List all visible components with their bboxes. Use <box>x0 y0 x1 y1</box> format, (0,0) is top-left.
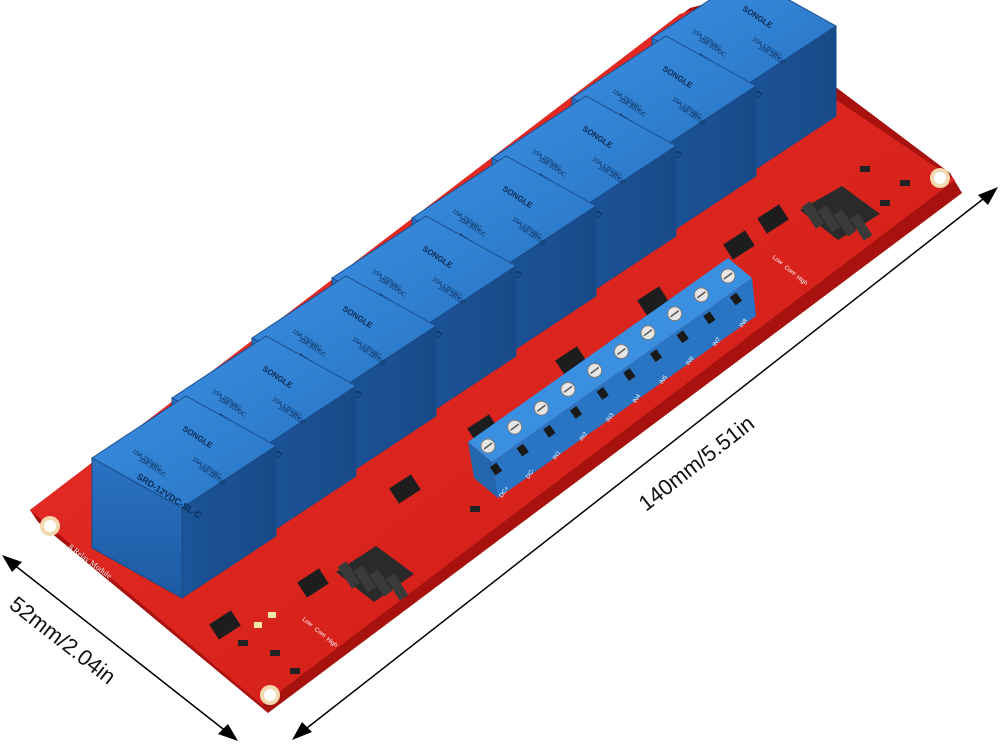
terminal-socket <box>676 330 689 344</box>
terminal-end <box>468 442 498 498</box>
terminal-label: IN7 <box>712 336 723 348</box>
optocoupler-chip <box>389 474 421 504</box>
optocoupler-chip <box>467 414 499 444</box>
width-label: 52mm/2.04in <box>5 591 121 689</box>
led <box>268 612 276 618</box>
terminal-socket <box>489 462 503 476</box>
resistor <box>900 180 910 186</box>
mounting-holes <box>40 168 950 705</box>
optocoupler-chip <box>209 610 241 640</box>
terminal-label: IN3 <box>605 412 616 424</box>
terminal-socket <box>623 368 636 381</box>
smd-components <box>209 166 910 674</box>
resistor <box>860 166 870 172</box>
resistor <box>290 668 300 674</box>
jumper-label-low: Low <box>301 617 314 629</box>
optocoupler-chip <box>723 230 755 260</box>
terminal-label: DC- <box>525 468 536 480</box>
led <box>254 622 262 628</box>
terminal-socket <box>516 443 529 457</box>
jumper-label-low-right: Low <box>771 255 784 267</box>
right-jumper-block[interactable]: Low Com High <box>771 186 880 287</box>
terminal-socket <box>649 349 663 363</box>
terminal-socket <box>729 292 743 306</box>
terminal-socket <box>569 405 583 419</box>
resistor <box>470 506 480 512</box>
optocoupler-chip <box>757 204 789 234</box>
terminal-label: IN6 <box>685 355 696 367</box>
optocoupler-chip <box>637 286 669 316</box>
resistor <box>238 640 248 646</box>
resistor <box>270 650 280 656</box>
terminal-socket <box>703 311 716 325</box>
terminal-front <box>492 278 756 498</box>
length-label: 140mm/5.51in <box>634 410 759 516</box>
resistor <box>880 200 890 206</box>
terminal-label: IN5 <box>659 374 670 386</box>
terminal-label: IN2 <box>579 431 590 443</box>
optocoupler-chip <box>297 568 329 598</box>
optocoupler-chip <box>555 346 587 376</box>
relay-side <box>181 445 277 599</box>
terminal-label: IN4 <box>632 393 643 405</box>
terminal-socket <box>596 387 609 400</box>
terminal-label: IN1 <box>552 450 563 462</box>
terminal-socket <box>543 424 556 438</box>
terminal-label: IN8 <box>739 318 750 330</box>
